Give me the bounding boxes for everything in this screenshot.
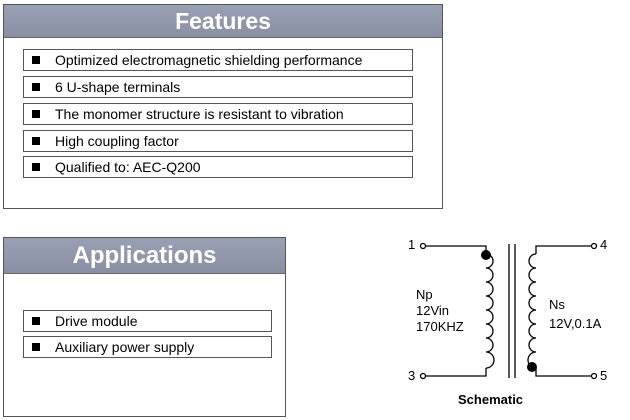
transformer-diagram: [419, 242, 598, 380]
primary-frequency: 170KHZ: [416, 319, 464, 334]
square-bullet-icon: [32, 163, 40, 171]
square-bullet-icon: [32, 83, 40, 91]
square-bullet-icon: [32, 343, 40, 351]
pin4-terminal-icon: [590, 242, 598, 250]
application-text: Auxiliary power supply: [55, 339, 195, 355]
primary-bottom-lead: [425, 368, 487, 377]
pin4-label: 4: [600, 237, 608, 252]
square-bullet-icon: [32, 56, 40, 64]
list-item: Optimized electromagnetic shielding perf…: [23, 49, 413, 71]
transformer-schematic: 1 3 4 5 Np 12Vin 170KHZ Ns 12V,0.1A Sche…: [390, 232, 626, 417]
secondary-top-lead: [535, 245, 592, 254]
feature-text: High coupling factor: [55, 133, 179, 149]
primary-top-lead: [425, 245, 487, 254]
pin5-label: 5: [600, 368, 608, 383]
primary-polarity-dot-icon: [481, 250, 491, 260]
list-item: The monomer structure is resistant to vi…: [23, 103, 413, 125]
secondary-polarity-dot-icon: [527, 362, 537, 372]
applications-title: Applications: [4, 238, 285, 274]
list-item: High coupling factor: [23, 130, 413, 152]
square-bullet-icon: [32, 137, 40, 145]
applications-panel: Applications Drive module Auxiliary powe…: [3, 237, 286, 417]
list-item: 6 U-shape terminals: [23, 76, 413, 98]
square-bullet-icon: [32, 317, 40, 325]
feature-text: Qualified to: AEC-Q200: [55, 159, 201, 175]
secondary-bottom-lead: [535, 368, 592, 377]
secondary-rating: 12V,0.1A: [549, 316, 602, 331]
feature-text: 6 U-shape terminals: [55, 79, 181, 95]
primary-voltage: 12Vin: [416, 303, 450, 318]
features-panel: Features Optimized electromagnetic shiel…: [3, 4, 443, 209]
primary-coil-icon: [485, 253, 495, 369]
pin3-terminal-icon: [419, 372, 427, 380]
primary-name: Np: [416, 287, 433, 302]
feature-text: The monomer structure is resistant to vi…: [55, 106, 344, 122]
pin5-terminal-icon: [590, 372, 598, 380]
list-item: Drive module: [23, 310, 272, 332]
pin1-label: 1: [408, 237, 416, 252]
square-bullet-icon: [32, 110, 40, 118]
schematic-caption: Schematic: [458, 392, 524, 407]
list-item: Qualified to: AEC-Q200: [23, 156, 413, 178]
pin3-label: 3: [408, 368, 416, 383]
features-title: Features: [4, 5, 442, 38]
feature-text: Optimized electromagnetic shielding perf…: [55, 52, 363, 68]
secondary-coil-icon: [527, 253, 537, 369]
pin1-terminal-icon: [419, 242, 427, 250]
list-item: Auxiliary power supply: [23, 336, 272, 358]
secondary-name: Ns: [549, 297, 565, 312]
application-text: Drive module: [55, 313, 138, 329]
